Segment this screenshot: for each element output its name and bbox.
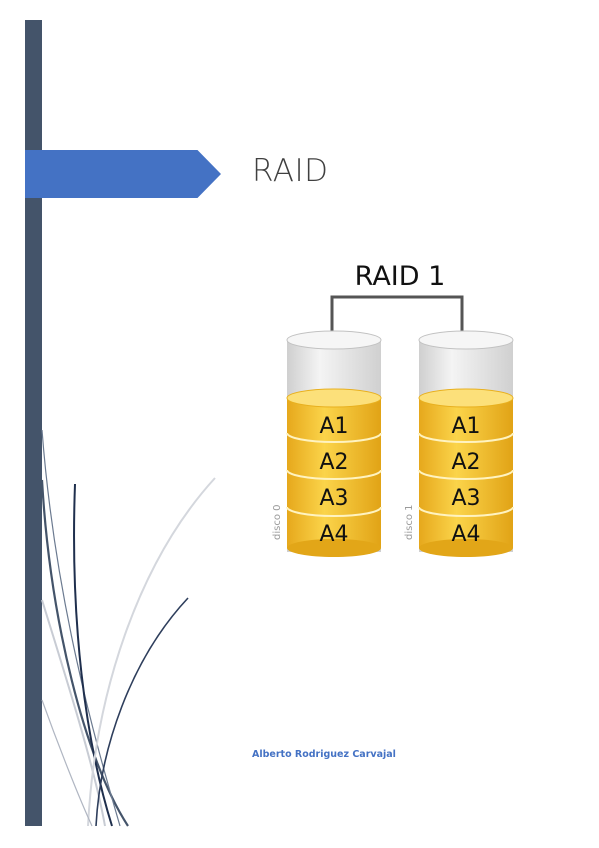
block-label: A3 (319, 486, 348, 511)
block-label: A2 (319, 450, 348, 475)
disk-label: disco 1 (404, 505, 415, 541)
curve-line (73, 483, 113, 827)
mirror-connector (330, 295, 464, 333)
block-label: A2 (451, 450, 480, 475)
disk-label: disco 0 (272, 505, 283, 541)
curve-line (95, 597, 189, 827)
document-title: RAID (252, 153, 329, 189)
sidebar-accent (25, 20, 42, 826)
figure-heading: RAID 1 (355, 261, 446, 292)
author-name: Alberto Rodriguez Carvajal (252, 749, 396, 760)
disk-1: A1 A2 A3 A4 disco 1 (404, 330, 514, 557)
curve-line (41, 429, 121, 827)
curve-line (41, 699, 93, 827)
curve-line (40, 479, 129, 827)
curve-line (41, 599, 106, 827)
curve-line (87, 477, 216, 827)
block-label: A3 (451, 486, 480, 511)
disk-0: A1 A2 A3 A4 disco 0 (272, 330, 382, 557)
title-arrow-banner (25, 150, 221, 198)
block-label: A4 (451, 522, 480, 547)
block-label: A4 (319, 522, 348, 547)
block-label: A1 (319, 414, 348, 439)
raid1-diagram: RAID 1 A1 A2 A3 A4 disco 0 (272, 261, 514, 557)
block-label: A1 (451, 414, 480, 439)
